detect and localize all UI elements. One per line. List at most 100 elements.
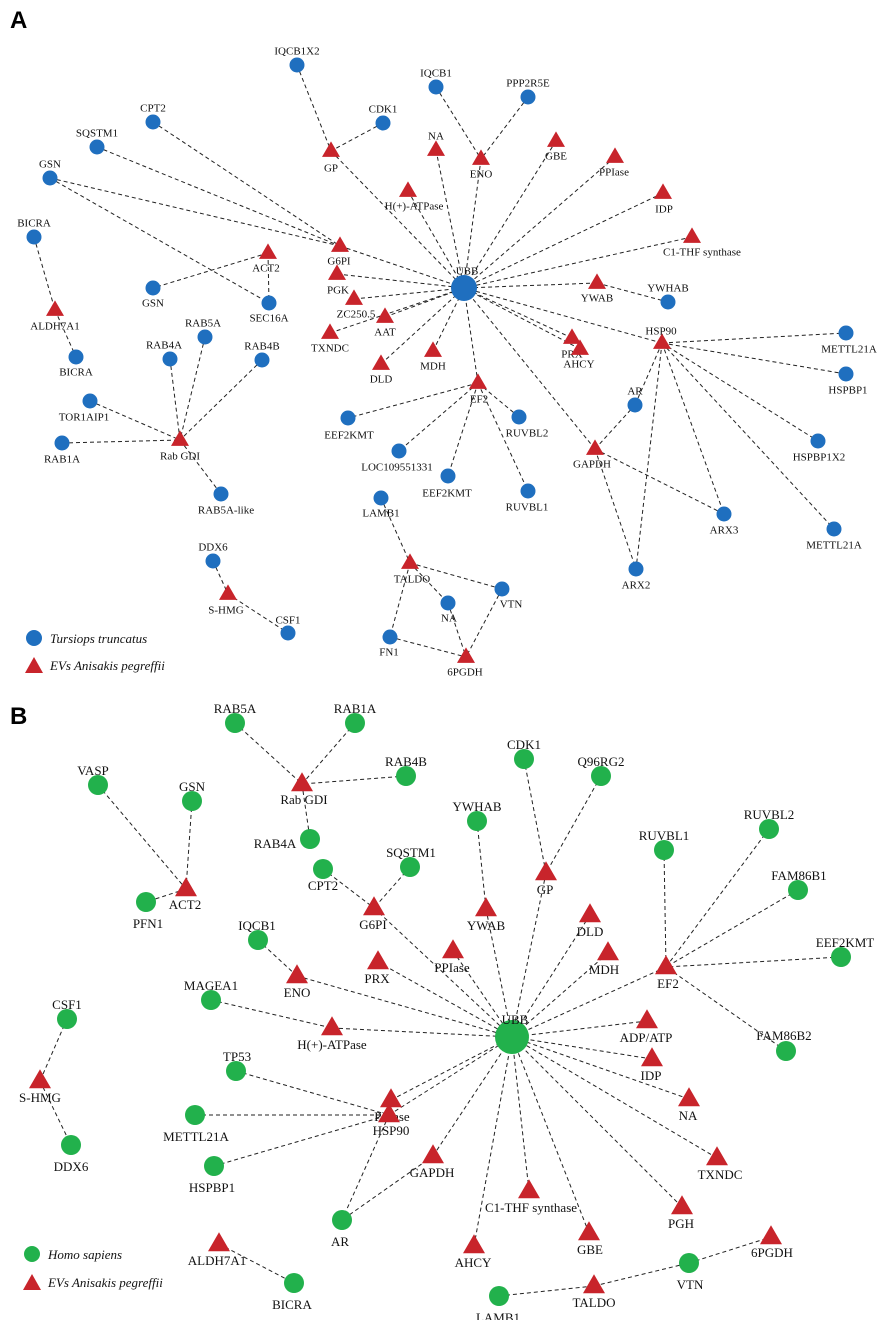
node-act2: ACT2 [169, 877, 202, 912]
node-label-act2: ACT2 [169, 897, 202, 912]
node-label-gapdh: GAPDH [410, 1165, 455, 1180]
node-na: NA [678, 1087, 700, 1123]
circle-node-cpt2 [313, 859, 333, 879]
node-label-ywab: YWAB [467, 918, 506, 933]
legend-a-triangle-icon [25, 657, 43, 673]
node-label-idp: IDP [641, 1068, 662, 1083]
edge-ahcy-a-ubb-a [463, 287, 581, 350]
node-ubb: UBB [495, 1012, 529, 1054]
triangle-node-gapdh [586, 439, 604, 455]
node-label-cdk1: CDK1 [507, 737, 541, 752]
circle-node-ruvbl2 [511, 409, 527, 425]
node-ahcy: AHCY [455, 1234, 492, 1270]
node-ruvbl2: RUVBL2 [506, 409, 548, 440]
node-vasp: VASP [77, 763, 109, 795]
triangle-node-idp [641, 1047, 663, 1067]
node-label-mettl21a: METTL21A [806, 540, 862, 552]
node-ruvbl2: RUVBL2 [744, 807, 794, 839]
node-label-rab4a: RAB4A [146, 340, 182, 352]
node-label-bicra: BICRA [59, 367, 93, 379]
node-rab5a: RAB5A [214, 701, 257, 733]
edge-hsp90-a-arx2 [635, 342, 663, 570]
circle-node-ppp2r5e [520, 89, 536, 105]
node-label-g6pi: G6PI [327, 256, 351, 268]
node-sec16a: SEC16A [249, 295, 289, 325]
node-hspbp1: HSPBP1 [828, 366, 868, 397]
node-tor1aip1: TOR1AIP1 [59, 393, 109, 424]
node-label-ef2: EF2 [470, 394, 488, 406]
node-bicra: BICRA [59, 349, 93, 379]
node-label-rab5a: RAB5A [185, 318, 221, 330]
node-label-s-hmg: S-HMG [19, 1090, 61, 1105]
node-label-pgh: PGH [668, 1216, 694, 1231]
edge-ruvbl1-b-ef2-b [663, 849, 667, 968]
edge-hatp-b-ubb-b [331, 1027, 513, 1038]
edge-prx-b-ubb-b [377, 961, 513, 1038]
edge-txndc-b-ubb-b [511, 1036, 718, 1159]
circle-node-ruvbl1 [654, 840, 674, 860]
circle-node-ruvbl2 [759, 819, 779, 839]
triangle-node-hsp90 [378, 1103, 400, 1123]
node-label-ppiase: PPIase [599, 167, 629, 179]
node-label-taldo: TALDO [394, 574, 430, 586]
node-label-sec16a: SEC16A [249, 313, 288, 325]
node-rab4b: RAB4B [244, 341, 280, 368]
legend-b-circle-icon [24, 1246, 40, 1262]
edge-pgh-ubb-b [511, 1036, 683, 1208]
edge-ppiase-b1-ubb-b [452, 950, 513, 1038]
node-ef2: EF2 [469, 373, 488, 406]
node-ahcy: AHCY [563, 339, 595, 371]
edge-rab4b-rabgdi-a [179, 359, 263, 441]
triangle-node-s-hmg [29, 1069, 51, 1089]
panel-b-edges [39, 722, 842, 1297]
edge-ppiase-b2-ubb-b [390, 1036, 513, 1101]
edge-aat-ubb-a [384, 287, 465, 318]
node-adp-atp: ADP/ATP [620, 1009, 672, 1045]
node-aldh7a1: ALDH7A1 [188, 1232, 246, 1268]
node-label-ruvbl1: RUVBL1 [639, 828, 690, 843]
edge-ywab-a-ywhab-a [596, 282, 669, 303]
node-label-act2: ACT2 [252, 263, 280, 275]
node-label-gsn: GSN [179, 779, 206, 794]
triangle-node-na [678, 1087, 700, 1107]
node-label-eno: ENO [284, 985, 311, 1000]
edge-g6pi-a-ubb-a [339, 245, 465, 289]
edge-prx-a-ubb-a [463, 287, 573, 339]
node-dld: DLD [577, 903, 603, 939]
edge-hsp90-b-ar-b [341, 1114, 390, 1221]
node-label-vtn: VTN [500, 599, 523, 611]
node-label-aldh7a1: ALDH7A1 [30, 321, 80, 333]
triangle-node-prx [367, 950, 389, 970]
node-pfn1: PFN1 [133, 892, 163, 931]
legend-b-triangle-icon [23, 1274, 41, 1290]
circle-node-cpt2 [145, 114, 161, 130]
triangle-node-gp [535, 861, 557, 881]
node-label-tp53: TP53 [223, 1049, 251, 1064]
edge-ahcy-b-ubb-b [473, 1036, 513, 1247]
node-label-prx: PRX [364, 971, 390, 986]
node-label-h-atpase: H(+)-ATPase [385, 201, 444, 213]
node-label-aat: AAT [374, 327, 396, 339]
edge-rab5a-rabgdi-a [179, 336, 206, 441]
triangle-node-ppiase [606, 147, 624, 163]
node-label-arx3: ARX3 [710, 525, 739, 537]
node-label-vtn: VTN [677, 1277, 704, 1292]
edge-taldo-a-na-c [409, 562, 449, 604]
edge-shmg-a-csf1-a [227, 593, 289, 634]
circle-node-fam86b2 [776, 1041, 796, 1061]
node-label-s-hmg: S-HMG [208, 605, 244, 617]
node-ywab: YWAB [581, 273, 613, 305]
circle-node-gsn [182, 791, 202, 811]
edge-iqcb1-eno-a [435, 86, 482, 160]
triangle-node-ef2 [469, 373, 487, 389]
node-g6pi: G6PI [327, 236, 351, 268]
edge-gsn1-sec16a [49, 177, 270, 304]
node-rab-gdi: Rab GDI [280, 772, 328, 807]
node-gbe: GBE [545, 131, 567, 163]
node-mdh: MDH [420, 341, 446, 373]
edge-cdk1-b-gp-b [523, 758, 547, 874]
edge-ef2-b-ubb-b [511, 966, 667, 1038]
edge-hsp90-a-hspbp1-a [661, 342, 847, 375]
node-label-zc250-5: ZC250.5 [337, 309, 376, 321]
edge-na-b-ubb-b [511, 1036, 690, 1100]
